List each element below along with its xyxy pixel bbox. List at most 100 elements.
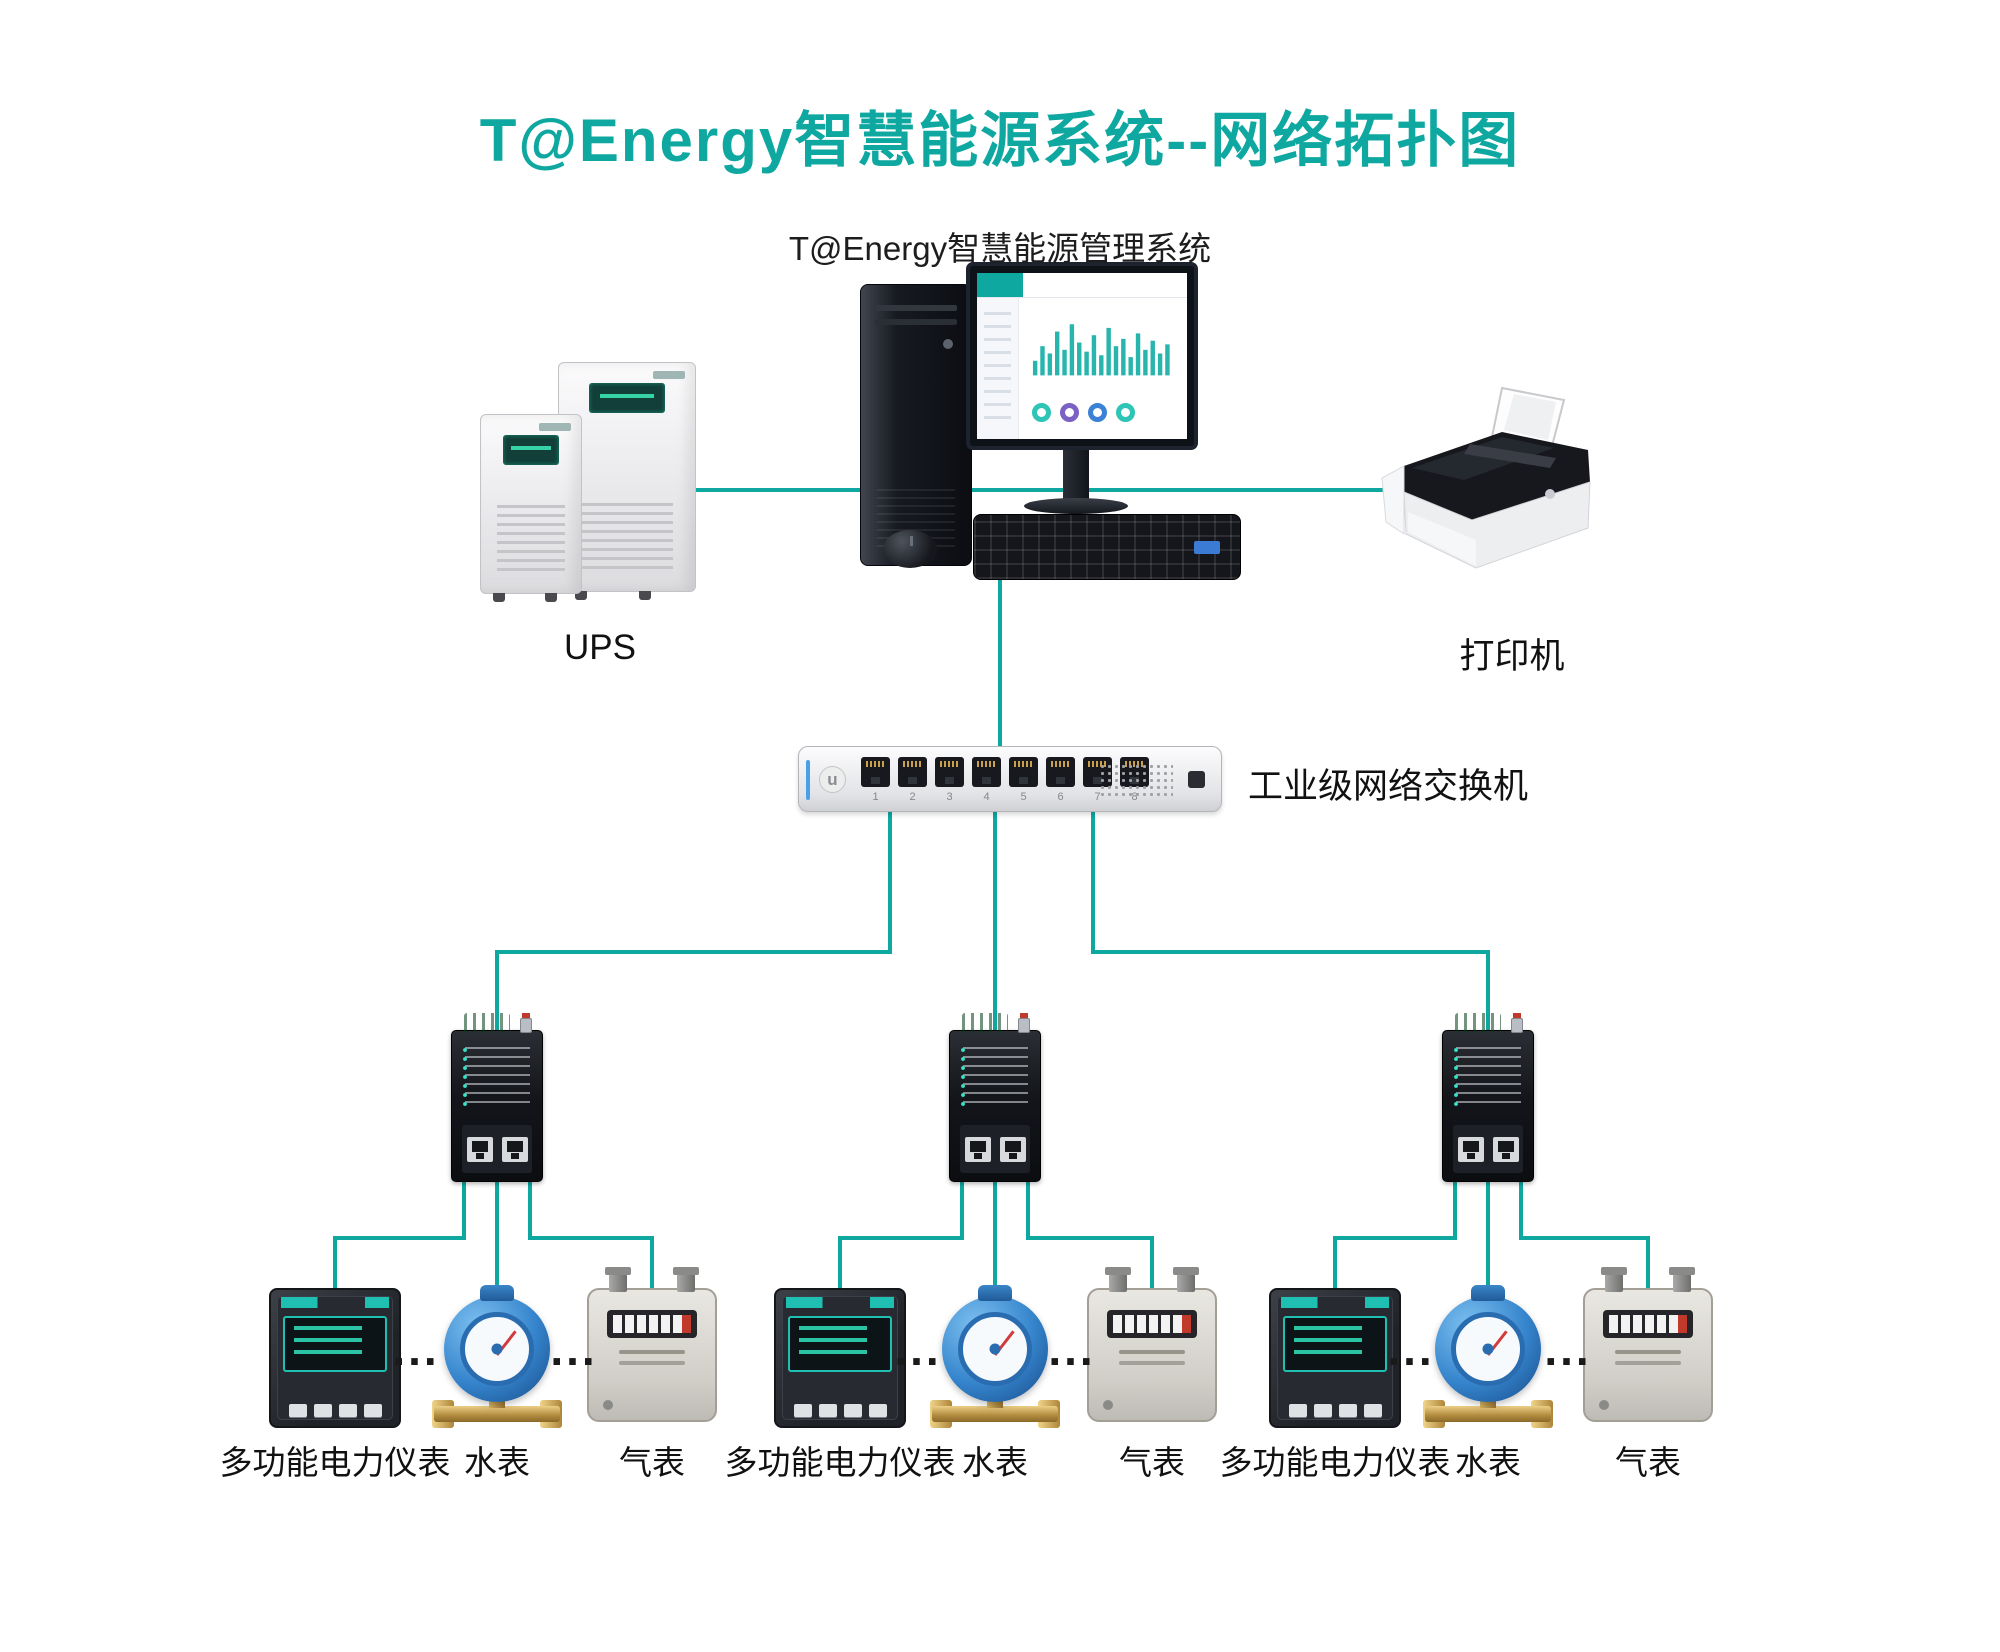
meter-lcd [1283,1316,1387,1372]
gas-seal [1103,1400,1113,1410]
gas-seal [1599,1400,1609,1410]
donut-chart [1031,402,1051,422]
mouse [883,530,937,568]
water-meter-label: 水表 [962,1444,1028,1481]
power-meter-label: 多功能电力仪表 [724,1444,956,1481]
switch-label: 工业级网络交换机 [1248,767,1529,806]
gateway-terminal-block [1455,1013,1501,1033]
pc-drive-slot [875,305,957,311]
power-meter-1 [269,1288,401,1428]
meter-button [818,1404,837,1417]
printer-graphic [1381,386,1591,569]
gas-meter-2 [1087,1267,1217,1422]
rj45-port [972,757,1001,787]
port-number: 6 [1057,791,1064,803]
meter-buttons [788,1404,892,1417]
ups-tower-small [480,414,582,602]
gateway-1 [451,1013,543,1182]
ups-label: UPS [564,628,636,667]
ellipsis: ... [550,1323,598,1375]
water-pipe [434,1406,560,1422]
pc-power-button [943,339,953,349]
rj45-port [964,1136,991,1162]
switch-vent-grid [1099,763,1173,797]
water-meter-label: 水表 [1455,1444,1521,1481]
port-number: 5 [1020,791,1027,803]
water-meter-dial [958,1312,1032,1386]
gateway-terminal-block [962,1013,1008,1033]
gas-pipe [673,1267,699,1292]
gateway-led-panel [462,1047,530,1109]
gas-meter-label: 气表 [619,1444,685,1481]
rj45-port [1046,757,1075,787]
switch-logo: u [819,766,846,793]
gas-meter-label: 气表 [1119,1444,1185,1481]
gas-counter [1107,1310,1197,1338]
ellipsis: ... [1048,1323,1096,1375]
gateway-antenna-connector [1018,1013,1030,1033]
gas-label-lines [1615,1350,1681,1354]
gateway-2 [949,1013,1041,1182]
ups-display [588,383,666,413]
donut-chart [1059,402,1079,422]
rj45-port [466,1136,493,1162]
gas-meter-label: 气表 [1615,1444,1681,1481]
rj45-port [1457,1136,1484,1162]
port-number: 7 [1094,791,1101,803]
gas-pipe [1601,1267,1627,1292]
water-meter-cap [978,1285,1012,1301]
meter-buttons [1283,1404,1387,1417]
meter-button [793,1404,812,1417]
water-meter-2 [930,1285,1060,1438]
power-meter-2 [774,1288,906,1428]
rj45-port [1492,1136,1519,1162]
ups-display [503,435,559,465]
gas-meter-3 [1583,1267,1713,1422]
power-meter-label: 多功能电力仪表 [1219,1444,1451,1481]
printer-device [1352,382,1622,597]
donut-chart [1115,402,1135,422]
gateway-terminal-block [464,1013,510,1033]
gateway-led-panel [960,1047,1028,1109]
pc-drive-slot [875,319,957,325]
meter-button [288,1404,307,1417]
ups-vent-grill [497,505,565,577]
printer-label: 打印机 [1459,637,1565,676]
gas-label-lines [1119,1350,1185,1354]
monitor-stand [1063,450,1089,502]
gateway-port-panel [1453,1125,1523,1173]
dashboard-logo [977,273,1024,297]
ups-vent-grill [580,503,674,575]
monitor [966,262,1198,450]
gas-meter-1 [587,1267,717,1422]
pc-tower [860,284,972,566]
rj45-port [935,757,964,787]
server-label: T@Energy智慧能源管理系统 [788,230,1212,267]
page-title: T@Energy智慧能源系统--网络拓扑图 [479,107,1521,174]
ellipsis: ... [392,1323,440,1375]
meter-button [338,1404,357,1417]
management-computer [858,262,1258,602]
meter-button [1313,1404,1332,1417]
dashboard-sidebar [977,297,1019,439]
ellipsis: ... [1387,1323,1435,1375]
gas-counter [1603,1310,1693,1338]
meter-button [868,1404,887,1417]
meter-button [1363,1404,1382,1417]
meter-lcd [788,1316,892,1372]
meter-button [363,1404,382,1417]
dashboard-header [977,273,1187,298]
dashboard-donut-charts [1031,394,1135,431]
water-pipe [932,1406,1058,1422]
gas-seal [603,1400,613,1410]
keyboard [973,514,1241,580]
gas-pipe [605,1267,631,1292]
rj45-port [501,1136,528,1162]
ellipsis: ... [1544,1323,1592,1375]
gas-counter [607,1310,697,1338]
gateway-3 [1442,1013,1534,1182]
port-number: 1 [872,791,879,803]
meter-button [1338,1404,1357,1417]
